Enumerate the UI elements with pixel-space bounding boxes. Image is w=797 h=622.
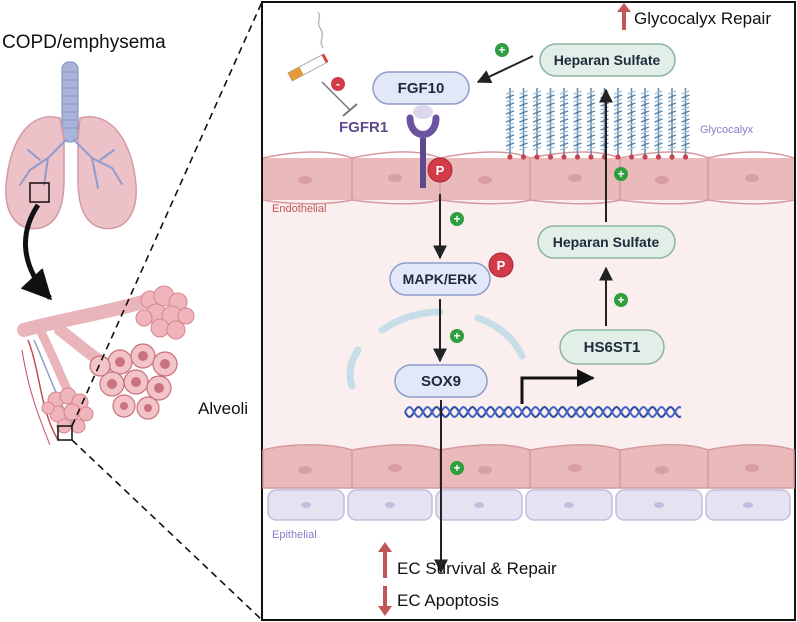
sox9-label: SOX9 — [421, 373, 461, 390]
disease-label: COPD/emphysema — [2, 32, 166, 53]
fgf10-ligand — [413, 105, 433, 119]
alveoli-label: Alveoli — [198, 399, 248, 418]
up-arrow-icon — [617, 3, 631, 30]
main-panel: Endothelial Glycocalyx — [261, 1, 796, 621]
glycocalyx-label: Glycocalyx — [700, 124, 754, 136]
zoom-line-top — [71, 1, 263, 427]
inhibition-line — [321, 81, 351, 111]
glycocalyx-brushes — [505, 88, 690, 160]
zoom-arrow — [20, 203, 53, 301]
fgf10-label: FGF10 — [398, 80, 445, 97]
inhibition-bar — [342, 103, 358, 117]
svg-text:P: P — [436, 163, 445, 178]
dna-helix — [404, 405, 682, 419]
glycocalyx-repair-indicator: Glycocalyx Repair — [617, 3, 771, 30]
heparan-sulfate-top-label: Heparan Sulfate — [554, 52, 661, 68]
zoom-line-bottom — [71, 439, 263, 621]
svg-text:P: P — [497, 258, 506, 273]
lungs-illustration — [5, 61, 137, 230]
fgfr1-label: FGFR1 — [339, 119, 388, 136]
epithelial-layer — [267, 489, 791, 521]
heparan-sulfate-top-node: Heparan Sulfate — [539, 43, 676, 77]
nuclear-envelope — [346, 308, 526, 390]
epithelial-label: Epithelial — [272, 529, 317, 541]
inhibit-badge: - — [331, 77, 345, 91]
svg-text:+: + — [453, 461, 460, 475]
plus-badge-fgfr1-mapk: + — [450, 212, 464, 226]
alveoli-zoom-box — [57, 425, 73, 441]
plus-badge-mapk-sox9: + — [450, 329, 464, 343]
svg-text:+: + — [498, 43, 505, 57]
plus-badge-sox9-outcome: + — [450, 461, 464, 475]
plus-badge-heparan-glycocalyx: + — [614, 167, 628, 181]
transcription-arrow — [520, 369, 595, 404]
svg-text:+: + — [617, 293, 624, 307]
svg-text:+: + — [453, 212, 460, 226]
mapk-erk-node: MAPK/ERK — [389, 262, 491, 296]
left-panel: COPD/emphysema — [2, 1, 263, 621]
glycocalyx-repair-label: Glycocalyx Repair — [634, 9, 771, 28]
phospho-badge-fgfr1: P — [427, 157, 453, 183]
cell-interior — [263, 185, 794, 450]
lung-zoom-box — [29, 182, 50, 203]
plus-badge-heparan-fgf10: + — [495, 43, 509, 57]
heparan-to-fgf10-arrow — [476, 55, 534, 83]
hs6st1-node: HS6ST1 — [559, 329, 665, 365]
hs6st1-label: HS6ST1 — [584, 339, 641, 356]
fgfr1-receptor — [406, 114, 440, 188]
sox9-node: SOX9 — [394, 364, 488, 398]
plus-badge-hs6st1-heparan: + — [614, 293, 628, 307]
mapk-erk-label: MAPK/ERK — [403, 271, 478, 287]
outcome-down-arrow-icon — [378, 586, 392, 616]
cigarette-icon — [287, 11, 329, 82]
outcome-apoptosis-label: EC Apoptosis — [397, 591, 499, 610]
outcome-survival-label: EC Survival & Repair — [397, 559, 557, 578]
svg-text:-: - — [336, 77, 340, 91]
heparan-sulfate-mid-label: Heparan Sulfate — [553, 234, 660, 250]
phospho-badge-mapk: P — [488, 252, 514, 278]
svg-text:+: + — [453, 329, 460, 343]
svg-text:+: + — [617, 167, 624, 181]
outcome-indicators: EC Survival & Repair EC Apoptosis — [378, 542, 557, 616]
outcome-up-arrow-icon — [378, 542, 392, 578]
heparan-sulfate-mid-node: Heparan Sulfate — [537, 225, 676, 259]
alveoli-illustration — [17, 285, 195, 446]
endothelial-layer-bottom — [262, 444, 795, 489]
fgf10-node: FGF10 — [372, 71, 470, 105]
endothelial-label: Endothelial — [272, 203, 326, 215]
endothelial-layer-top — [262, 151, 795, 205]
